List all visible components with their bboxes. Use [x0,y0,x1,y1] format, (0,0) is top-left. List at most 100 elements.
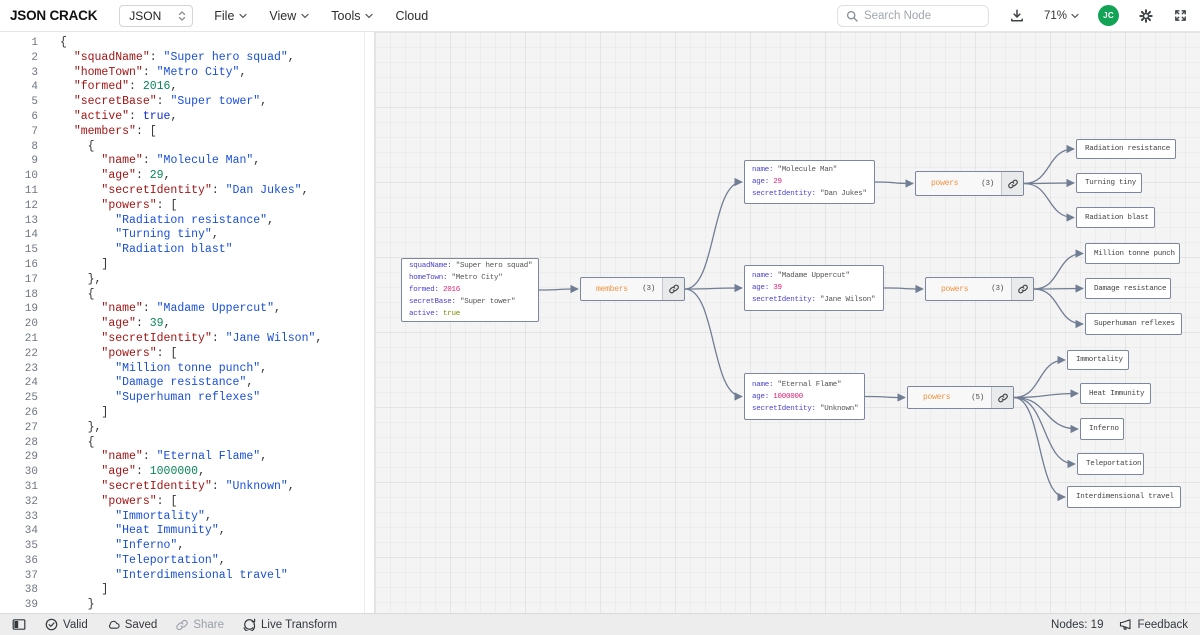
node-expand-button[interactable] [1001,172,1023,195]
editor-line[interactable]: 6 "active": true, [0,110,374,125]
editor-line[interactable]: 11 "secretIdentity": "Dan Jukes", [0,184,374,199]
editor-line[interactable]: 24 "Damage resistance", [0,376,374,391]
editor-line[interactable]: 38 ] [0,583,374,598]
editor-line[interactable]: 10 "age": 29, [0,169,374,184]
feedback-button[interactable]: Feedback [1119,618,1188,631]
graph-node-root[interactable]: squadName: "Super hero squad"homeTown: "… [401,258,539,322]
graph-node-heat[interactable]: Heat Immunity [1080,383,1151,404]
editor-line[interactable]: 13 "Radiation resistance", [0,214,374,229]
node-expand-button[interactable] [662,278,684,300]
format-select[interactable]: JSON [119,4,194,27]
editor-line[interactable]: 2 "squadName": "Super hero squad", [0,51,374,66]
editor-line[interactable]: 27 }, [0,421,374,436]
graph-node-inter[interactable]: Interdimensional travel [1067,486,1181,508]
graph-node-rr[interactable]: Radiation resistance [1076,139,1176,159]
editor-line[interactable]: 19 "name": "Madame Uppercut", [0,302,374,317]
node-value: Superhuman reflexes [1094,320,1175,328]
menu-item-view[interactable]: View [258,0,320,32]
toggle-editor-panel-button[interactable] [12,618,26,631]
editor-line[interactable]: 25 "Superhuman reflexes" [0,391,374,406]
graph-node-dr[interactable]: Damage resistance [1085,278,1171,299]
editor-line[interactable]: 14 "Turning tiny", [0,228,374,243]
editor-line[interactable]: 35 "Inferno", [0,539,374,554]
editor-line[interactable]: 12 "powers": [ [0,199,374,214]
menu-item-cloud[interactable]: Cloud [395,8,429,23]
editor-line[interactable]: 29 "name": "Eternal Flame", [0,450,374,465]
node-row: age: 29 [752,178,782,186]
chevron-down-icon [301,13,309,18]
editor-line[interactable]: 21 "secretIdentity": "Jane Wilson", [0,332,374,347]
editor-line[interactable]: 32 "powers": [ [0,495,374,510]
node-expand-button[interactable] [1011,278,1033,300]
editor-line[interactable]: 4 "formed": 2016, [0,80,374,95]
line-number: 22 [24,347,38,360]
line-number: 33 [24,510,38,523]
node-value: Radiation resistance [1085,145,1171,153]
editor-line[interactable]: 34 "Heat Immunity", [0,524,374,539]
editor-line[interactable]: 20 "age": 39, [0,317,374,332]
editor-scrollbar[interactable] [364,32,365,613]
graph-node-powers1[interactable]: powers(3) [915,171,1024,196]
topbar: JSON CRACK JSON File View Tools Cloud 7 [0,0,1200,32]
avatar[interactable]: JC [1098,5,1119,26]
editor-line[interactable]: 5 "secretBase": "Super tower", [0,95,374,110]
editor-line[interactable]: 26 ] [0,406,374,421]
editor-line[interactable]: 30 "age": 1000000, [0,465,374,480]
line-number: 4 [31,81,38,94]
editor-line[interactable]: 7 "members": [ [0,125,374,140]
line-number: 39 [24,599,38,612]
share-button[interactable]: Share [176,619,224,631]
search-box[interactable] [836,4,989,27]
search-input[interactable] [863,9,974,22]
valid-status[interactable]: Valid [45,618,88,631]
fullscreen-button[interactable] [1173,8,1188,23]
editor-line[interactable]: 22 "powers": [ [0,347,374,362]
node-row: name: "Madame Uppercut" [752,272,850,280]
node-row: formed: 2016 [409,286,461,294]
editor-line[interactable]: 23 "Million tonne punch", [0,362,374,377]
line-number: 2 [31,51,38,64]
menu-item-file[interactable]: File [203,0,258,32]
editor-line[interactable]: 3 "homeTown": "Metro City", [0,66,374,81]
editor-line[interactable]: 17 }, [0,273,374,288]
editor-line[interactable]: 1{ [0,36,374,51]
editor-line[interactable]: 33 "Immortality", [0,510,374,525]
editor-line[interactable]: 36 "Teleportation", [0,554,374,569]
graph-node-sr[interactable]: Superhuman reflexes [1085,313,1182,335]
saved-status[interactable]: Saved [107,618,157,631]
graph-node-rb[interactable]: Radiation blast [1076,207,1155,228]
editor-line[interactable]: 16 ] [0,258,374,273]
graph-node-mtp[interactable]: Million tonne punch [1085,243,1180,264]
menu-item-tools[interactable]: Tools [320,0,384,32]
editor-line[interactable]: 28 { [0,436,374,451]
app-logo[interactable]: JSON CRACK [10,8,98,23]
graph-node-powers2[interactable]: powers(3) [925,277,1034,301]
download-button[interactable] [1009,8,1025,24]
graph-node-imm[interactable]: Immortality [1067,350,1129,370]
editor-line[interactable]: 15 "Radiation blast" [0,243,374,258]
graph-node-members[interactable]: members(3) [580,277,685,301]
editor-line[interactable]: 8 { [0,140,374,155]
graph-node-tel[interactable]: Teleportation [1077,453,1144,475]
editor-line[interactable]: 39 } [0,598,374,613]
editor-line[interactable]: 18 { [0,288,374,303]
graph-node-inf[interactable]: Inferno [1080,418,1124,440]
editor-line[interactable]: 31 "secretIdentity": "Unknown", [0,480,374,495]
graph-node-tt[interactable]: Turning tiny [1076,173,1142,193]
live-transform-toggle[interactable]: Live Transform [243,618,337,631]
line-number: 15 [24,244,38,257]
graph-panel[interactable]: squadName: "Super hero squad"homeTown: "… [374,32,1200,613]
line-number: 5 [31,96,38,109]
node-expand-button[interactable] [991,387,1013,408]
editor-line[interactable]: 9 "name": "Molecule Man", [0,154,374,169]
graph-node-powers5[interactable]: powers(5) [907,386,1014,409]
editor-line[interactable]: 37 "Interdimensional travel" [0,569,374,584]
zoom-control[interactable]: 71% [1044,10,1079,22]
link-icon [1017,284,1028,294]
settings-button[interactable] [1138,8,1154,24]
editor-panel[interactable]: 1{2 "squadName": "Super hero squad",3 "h… [0,32,374,613]
line-number: 36 [24,554,38,567]
